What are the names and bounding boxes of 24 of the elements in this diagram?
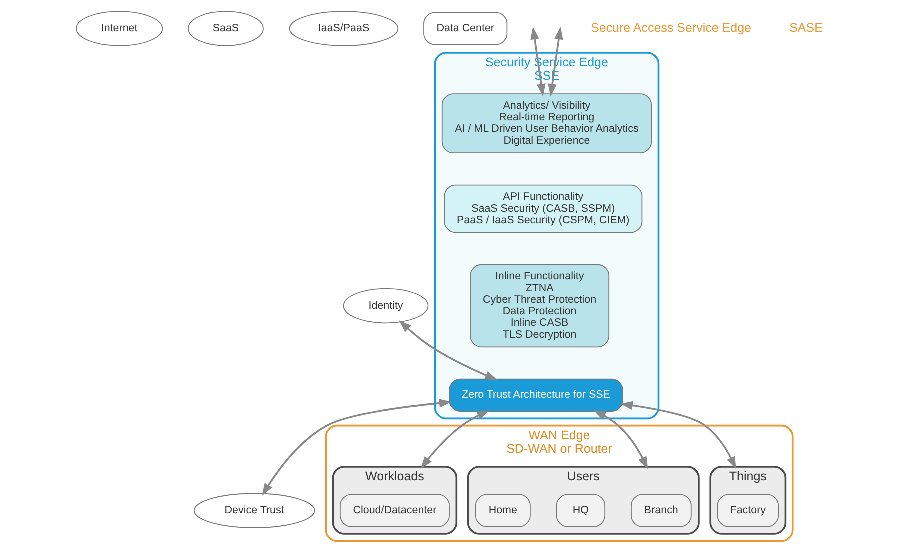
label: SASE — [790, 21, 823, 36]
node-box: Data Center — [424, 12, 508, 46]
node-ellipse: IaaS/PaaS — [289, 11, 399, 46]
node-ellipse: Internet — [76, 11, 164, 46]
arrow — [399, 320, 498, 380]
arrow — [262, 399, 452, 496]
node-ellipse: Device Trust — [194, 493, 316, 528]
label: Secure Access Service Edge — [591, 21, 752, 36]
arrow — [620, 401, 736, 470]
arrow — [530, 27, 546, 97]
node-box: Zero Trust Architecture for SSE — [449, 378, 624, 412]
node-box: Home — [475, 494, 531, 528]
node-box: Cloud/Datacenter — [340, 494, 450, 528]
arrow — [548, 27, 564, 97]
node-box: Branch — [631, 494, 692, 528]
node-ellipse: SaaS — [188, 11, 264, 46]
node-box: Inline Functionality ZTNA Cyber Threat Protection Data Protection Inline CASB TLS Decryption — [470, 264, 610, 348]
node-ellipse: Identity — [343, 288, 429, 324]
node-box: Analytics/ Visibility Real-time Reporting AI / ML Driven User Behavior Analytics Digital Experience — [442, 94, 652, 154]
node-box: API Functionality SaaS Security (CASB, SSPM) PaaS / IaaS Security (CSPM, CIEM) — [444, 184, 643, 234]
node-box: HQ — [556, 494, 606, 528]
arrow — [420, 410, 490, 470]
node-box: Factory — [717, 494, 779, 528]
arrow — [594, 410, 648, 470]
